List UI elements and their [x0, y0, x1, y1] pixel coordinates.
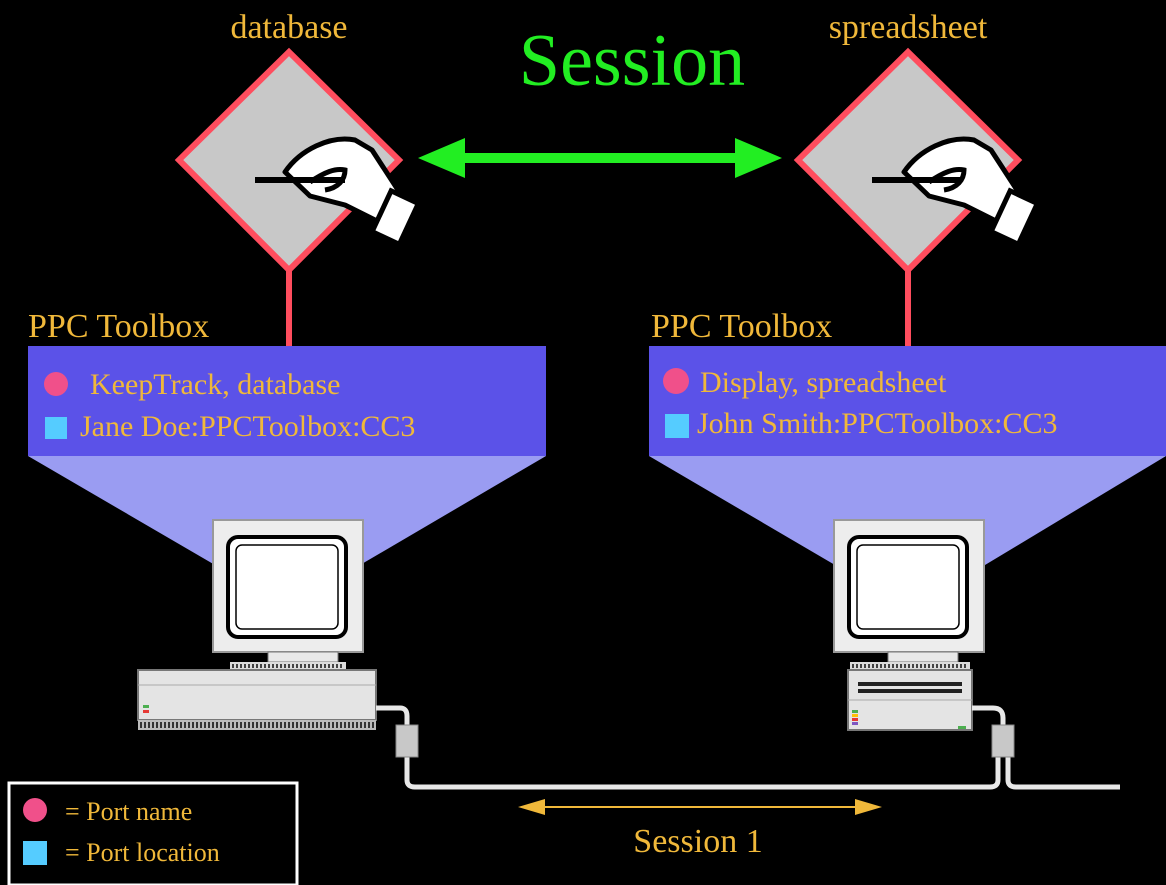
legend: = Port name = Port location [7, 781, 299, 885]
port-location-left: Jane Doe:PPCToolbox:CC3 [80, 410, 415, 443]
ppc-toolbox-panel-left: KeepTrack, database Jane Doe:PPCToolbox:… [28, 346, 546, 565]
diagram-title: Session [519, 20, 745, 102]
port-location-marker [45, 417, 67, 439]
app-label-left: database [230, 9, 347, 46]
port-location-marker [665, 414, 689, 438]
legend-port-location-marker [23, 841, 47, 865]
app-diamond-right [793, 47, 1041, 275]
ppc-toolbox-panel-right: Display, spreadsheet John Smith:PPCToolb… [649, 346, 1166, 565]
network-cable [376, 705, 1120, 790]
session-1-label: Session 1 [633, 823, 762, 860]
legend-port-location: = Port location [65, 838, 220, 867]
hand-writing-icon [255, 136, 422, 248]
port-location-right: John Smith:PPCToolbox:CC3 [697, 407, 1058, 440]
desktop-computer-icon [137, 519, 377, 730]
legend-port-name: = Port name [65, 797, 192, 826]
double-arrow-icon [518, 799, 882, 815]
app-label-right: spreadsheet [829, 9, 988, 46]
toolbox-label-left: PPC Toolbox [28, 308, 209, 345]
legend-port-name-marker [23, 798, 47, 822]
desktop-computer-icon [833, 519, 985, 731]
double-arrow-icon [418, 138, 782, 178]
network-connector-left [395, 724, 419, 758]
app-diamond-left [174, 47, 422, 275]
hand-writing-icon [872, 136, 1041, 248]
port-name-right: Display, spreadsheet [700, 366, 947, 399]
port-name-marker [663, 368, 689, 394]
port-name-left: KeepTrack, database [90, 368, 340, 401]
network-connector-right [991, 724, 1015, 758]
toolbox-label-right: PPC Toolbox [651, 308, 832, 345]
port-name-marker [44, 372, 68, 396]
